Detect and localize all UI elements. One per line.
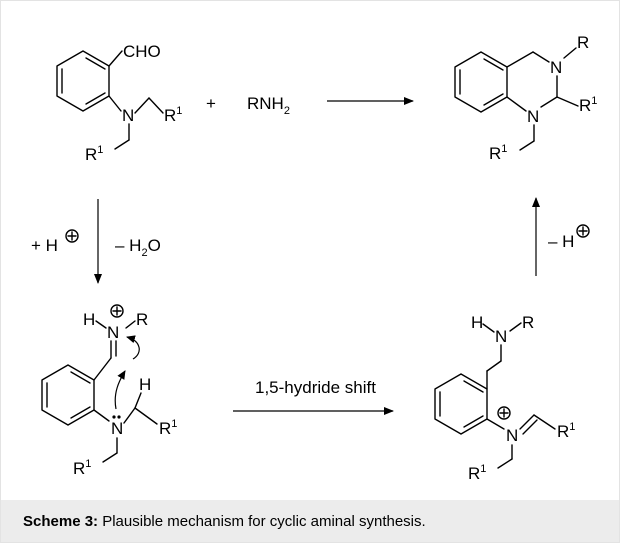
add-proton-label: + H xyxy=(31,236,58,255)
plus-sign: + xyxy=(206,94,216,113)
caption-label: Scheme 3: xyxy=(23,513,99,530)
positive-charge-icon xyxy=(497,406,511,420)
benzene-ring-1 xyxy=(56,50,110,112)
lone-pair-icon xyxy=(117,415,121,419)
minus-water-label: – H2O xyxy=(115,236,161,259)
shifted-iminium-intermediate: N H R N R1 R1 xyxy=(434,313,575,483)
hydride-shift-label: 1,5-hydride shift xyxy=(255,378,376,397)
r1-label: R1 xyxy=(73,458,91,478)
minus-proton-label: – H xyxy=(548,232,574,251)
product-cyclic-aminal: N R R1 N R1 xyxy=(454,33,597,163)
r-label: R xyxy=(136,310,148,329)
amine-n-label: N xyxy=(495,327,507,346)
iminium-intermediate: N H R N H R1 R1 xyxy=(41,304,177,478)
benzene-ring-2 xyxy=(41,364,95,426)
r1-label: R1 xyxy=(468,463,486,483)
positive-charge-icon xyxy=(576,224,590,238)
h-label: H xyxy=(471,313,483,332)
curved-arrow-icon xyxy=(126,335,140,360)
benzene-ring-3 xyxy=(434,373,488,435)
positive-charge-icon xyxy=(65,229,79,243)
amine-reagent: RNH2 xyxy=(247,94,290,117)
caption-text: Plausible mechanism for cyclic aminal sy… xyxy=(98,513,426,530)
r1-label: R1 xyxy=(557,421,575,441)
r-label: R xyxy=(522,313,534,332)
amine-n-label: N xyxy=(122,106,134,125)
r1-label: R1 xyxy=(579,95,597,115)
r-label: R xyxy=(577,33,589,52)
figure-caption: Scheme 3: Plausible mechanism for cyclic… xyxy=(1,500,619,542)
cho-label: CHO xyxy=(123,42,161,61)
ring-n3-label: N xyxy=(550,58,562,77)
r1-label: R1 xyxy=(164,105,182,125)
curved-arrow-icon xyxy=(114,370,126,410)
iminium-n-label: N xyxy=(107,323,119,342)
ring-n1-label: N xyxy=(527,107,539,126)
h-label: H xyxy=(83,310,95,329)
r1-label: R1 xyxy=(85,144,103,164)
amine-n-label: N xyxy=(111,419,123,438)
h-label: H xyxy=(139,375,151,394)
positive-charge-icon xyxy=(110,304,124,318)
r1-label: R1 xyxy=(159,418,177,438)
r1-label: R1 xyxy=(489,143,507,163)
reactant-aldehyde: CHO N R1 R1 xyxy=(56,42,182,164)
iminium-n-label: N xyxy=(506,426,518,445)
lone-pair-icon xyxy=(112,415,116,419)
benzene-ring-4 xyxy=(454,51,508,113)
